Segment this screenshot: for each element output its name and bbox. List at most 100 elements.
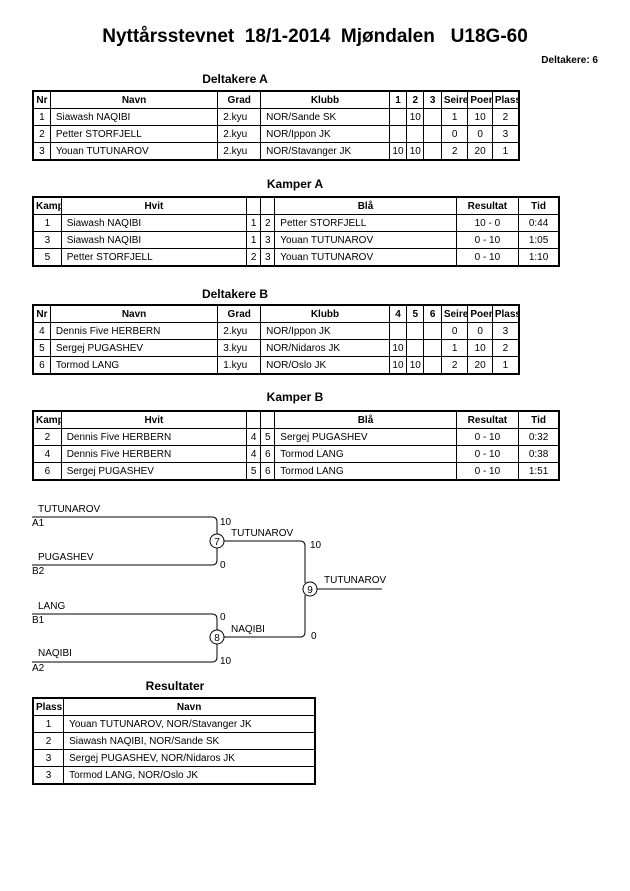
table-cell: 1:05: [518, 231, 560, 249]
bracket-winner-name: TUTUNAROV: [231, 528, 294, 539]
table-cell: 1:10: [518, 248, 560, 267]
table-cell: [388, 125, 408, 143]
bracket-line: [223, 595, 306, 638]
table-cell: 3: [260, 231, 276, 249]
participants-a-table: Nr Navn Grad Klubb 1 2 3 Seire Poeng Pla…: [32, 90, 520, 161]
table-cell: 5: [32, 339, 51, 357]
table-cell: 6: [32, 356, 51, 375]
table-cell: Tormod LANG: [274, 462, 457, 481]
table-cell: Petter STORFJELL: [274, 214, 457, 232]
table-cell: 5: [260, 428, 276, 446]
col-header: Resultat: [455, 196, 520, 215]
table-cell: Sergej PUGASHEV, NOR/Nidaros JK: [63, 749, 316, 767]
table-cell: NOR/Nidaros JK: [260, 339, 390, 357]
table-cell: 4: [246, 428, 262, 446]
match-circle: [209, 629, 225, 645]
col-header: [246, 410, 262, 429]
table-cell: 0:32: [518, 428, 560, 446]
table-cell: 1: [32, 108, 51, 126]
bracket-seed: A2: [32, 663, 45, 674]
table-cell: 6: [260, 445, 276, 463]
col-header: Klubb: [260, 90, 390, 109]
table-cell: [423, 125, 442, 143]
elimination-bracket: TUTUNAROV A1 10 PUGASHEV B2 0 7 TUTUNARO…: [32, 504, 387, 674]
table-cell: 5: [246, 462, 262, 481]
table-cell: 10: [406, 356, 425, 375]
col-header: Poeng: [467, 304, 493, 323]
table-cell: 0 - 10: [455, 428, 520, 446]
table-cell: NOR/Ippon JK: [260, 322, 390, 340]
table-cell: Siawash NAQIBI: [49, 108, 219, 126]
table-cell: 0: [467, 125, 493, 143]
table-cell: 1: [32, 715, 65, 733]
table-cell: NOR/Oslo JK: [260, 356, 390, 375]
table-cell: 0:38: [518, 445, 560, 463]
bracket-winner-name: NAQIBI: [231, 624, 265, 635]
table-cell: 0: [467, 322, 493, 340]
table-cell: 4: [246, 445, 262, 463]
table-cell: 4: [32, 445, 62, 463]
bracket-seed: B2: [32, 566, 45, 577]
table-cell: 20: [467, 142, 493, 161]
table-cell: Tormod LANG: [49, 356, 219, 375]
section-title-results: Resultater: [145, 679, 205, 693]
table-cell: 1: [440, 339, 469, 357]
participants-count: Deltakere: 6: [541, 55, 598, 66]
table-cell: 1.kyu: [217, 356, 262, 375]
col-header: Tid: [518, 410, 560, 429]
table-cell: Youan TUTUNAROV, NOR/Stavanger JK: [63, 715, 316, 733]
table-cell: Sergej PUGASHEV: [274, 428, 457, 446]
col-header: 4: [388, 304, 408, 323]
table-cell: [423, 108, 442, 126]
bracket-score: 0: [220, 612, 226, 623]
col-header: Hvit: [60, 196, 248, 215]
table-header-row: Kamp Hvit Blå Resultat Tid: [32, 196, 560, 215]
bracket-seed: A1: [32, 518, 45, 529]
table-cell: Tormod LANG: [274, 445, 457, 463]
table-cell: [423, 322, 442, 340]
table-cell: 2: [246, 248, 262, 267]
table-cell: 10: [388, 142, 408, 161]
table-cell: 3: [491, 322, 520, 340]
table-cell: 2: [32, 428, 62, 446]
col-header: Grad: [217, 90, 262, 109]
table-cell: 1: [246, 214, 262, 232]
bracket-line: [32, 547, 218, 566]
table-cell: Youan TUTUNAROV: [274, 231, 457, 249]
table-cell: 5: [32, 248, 62, 267]
table-cell: 4: [32, 322, 51, 340]
col-header: Blå: [274, 196, 457, 215]
bracket-score: 10: [310, 540, 322, 551]
table-cell: 2: [260, 214, 276, 232]
table-cell: 1:51: [518, 462, 560, 481]
table-cell: 10: [406, 142, 425, 161]
table-cell: 10: [388, 356, 408, 375]
table-cell: 3: [32, 766, 65, 785]
table-cell: 2: [32, 732, 65, 750]
col-header: Resultat: [455, 410, 520, 429]
table-cell: [406, 339, 425, 357]
table-cell: 0 - 10: [455, 231, 520, 249]
bracket-fighter-name: LANG: [38, 601, 65, 612]
bracket-score: 0: [311, 631, 317, 642]
col-header: Blå: [274, 410, 457, 429]
bracket-line: [32, 643, 218, 663]
col-header: Nr: [32, 304, 51, 323]
table-cell: 10 - 0: [455, 214, 520, 232]
col-header: [246, 196, 262, 215]
table-cell: [406, 125, 425, 143]
table-cell: Youan TUTUNAROV: [49, 142, 219, 161]
